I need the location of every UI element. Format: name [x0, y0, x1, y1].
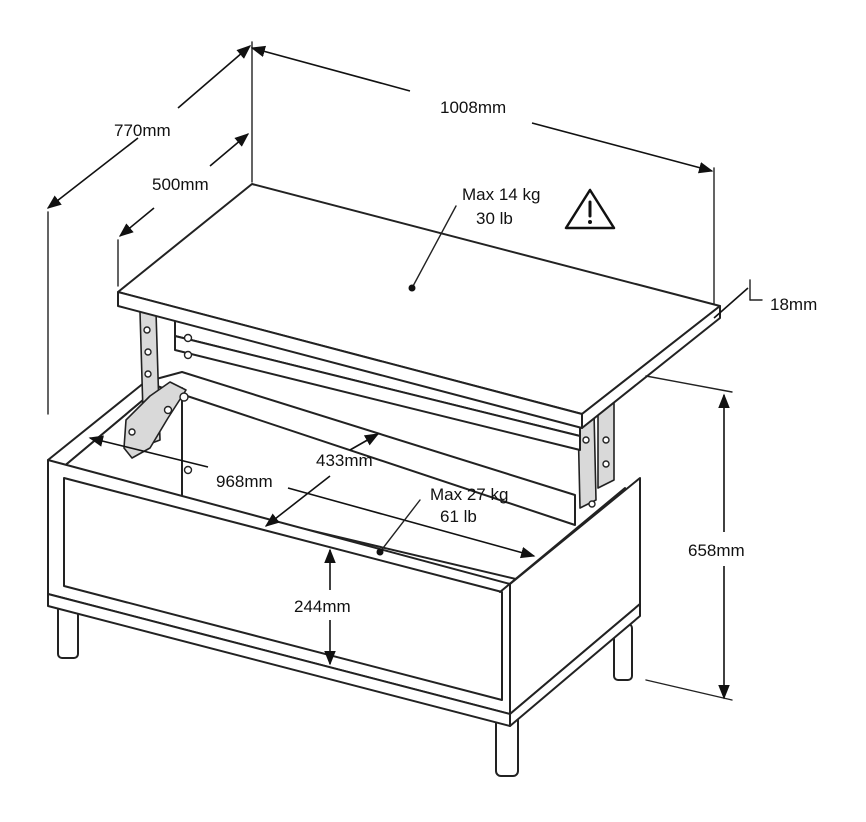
label-depth-overall: 770mm: [114, 121, 171, 140]
label-depth-top: 500mm: [152, 175, 209, 194]
label-storage-max-load: Max 27 kg: [430, 485, 508, 504]
dimension-500: 500mm: [117, 133, 250, 287]
dimension-1008: 1008mm: [250, 41, 715, 305]
label-inner-depth: 433mm: [316, 451, 373, 470]
label-overall-width: 1008mm: [440, 98, 506, 117]
label-top-max-load-lb: 30 lb: [476, 209, 513, 228]
load-annotation-storage: Max 27 kg 61 lb: [376, 485, 508, 556]
lift-mechanism-right: [577, 399, 615, 509]
dimension-18: 18mm: [713, 279, 817, 319]
dimension-770: 770mm: [46, 45, 252, 415]
label-inner-height: 244mm: [294, 597, 351, 616]
dimension-244: 244mm: [294, 548, 351, 666]
warning-triangle-icon: [564, 188, 616, 230]
lift-mechanism-left: [123, 311, 189, 459]
label-height: 658mm: [688, 541, 745, 560]
load-annotation-top: Max 14 kg 30 lb: [408, 185, 540, 292]
top-support-rail: [174, 319, 581, 475]
dimension-968: 968mm: [88, 435, 536, 559]
dimension-433: 433mm: [264, 433, 380, 527]
label-storage-max-load-lb: 61 lb: [440, 507, 477, 526]
label-inner-width: 968mm: [216, 472, 273, 491]
dimension-658: 658mm: [645, 375, 745, 701]
label-top-max-load: Max 14 kg: [462, 185, 540, 204]
table-top: [117, 183, 721, 429]
label-top-thickness: 18mm: [770, 295, 817, 314]
